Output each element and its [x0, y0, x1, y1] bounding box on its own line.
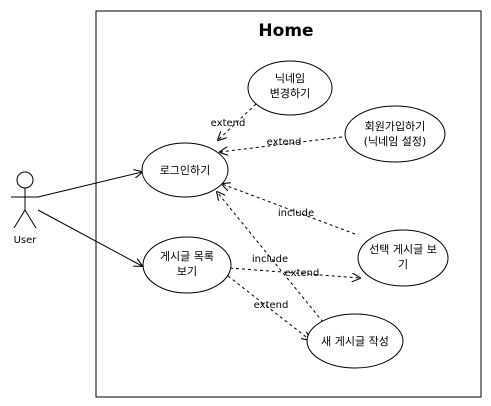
use-case-label-line1: 선택 게시글 보 [369, 243, 437, 256]
use-case-label-line2: 변경하기 [270, 86, 310, 100]
actor-label: User [14, 235, 38, 246]
actor-right-leg [24, 209, 37, 229]
use-case-ellipse [247, 60, 333, 116]
extend-list-new [227, 275, 310, 340]
use-case-label-line1: 닉네임 [275, 72, 305, 85]
include-new-login [217, 192, 324, 323]
use-case-post-list[interactable]: 게시글 목록 보기 [142, 236, 232, 294]
use-case-label-line1: 새 게시글 작성 [321, 335, 389, 348]
association-user-post-list [37, 209, 142, 266]
include-view-login-label: include [278, 208, 314, 219]
use-case-ellipse [344, 105, 446, 163]
include-new-login-label: include [252, 254, 288, 265]
use-case-label-line2: 보기 [177, 265, 197, 278]
association-user-login [37, 172, 142, 198]
use-case-view-post[interactable]: 선택 게시글 보 기 [357, 229, 449, 287]
use-case-label-line1: 회원가입하기 [365, 119, 426, 133]
extend-nickname-login [218, 103, 257, 140]
extend-nickname-login-label: extend [211, 118, 246, 129]
use-case-label-line1: 로그인하기 [160, 163, 211, 177]
use-case-label-line2: (닉네임 설정) [364, 135, 427, 148]
use-case-label-line2: 기 [398, 258, 408, 271]
use-case-label-line1: 게시글 목록 [160, 250, 214, 263]
extend-signup-login-label: extend [267, 137, 302, 148]
extend-signup-login [220, 136, 343, 152]
use-case-ellipse [357, 229, 449, 287]
system-title: Home [258, 21, 313, 41]
use-case-ellipse [141, 142, 229, 198]
use-case-ellipse [142, 236, 232, 294]
actor-user[interactable]: User [11, 171, 39, 246]
actor-left-leg [13, 209, 26, 229]
extend-list-new-label: extend [254, 300, 289, 311]
use-case-login[interactable]: 로그인하기 [141, 142, 229, 198]
use-case-new-post[interactable]: 새 게시글 작성 [306, 313, 404, 369]
extend-list-view [229, 267, 360, 278]
use-case-change-nickname[interactable]: 닉네임 변경하기 [247, 60, 333, 116]
use-case-sign-up[interactable]: 회원가입하기 (닉네임 설정) [344, 105, 446, 163]
use-case-ellipse [306, 313, 404, 369]
extend-list-view-label: extend [285, 268, 320, 279]
actor-head [16, 171, 34, 189]
